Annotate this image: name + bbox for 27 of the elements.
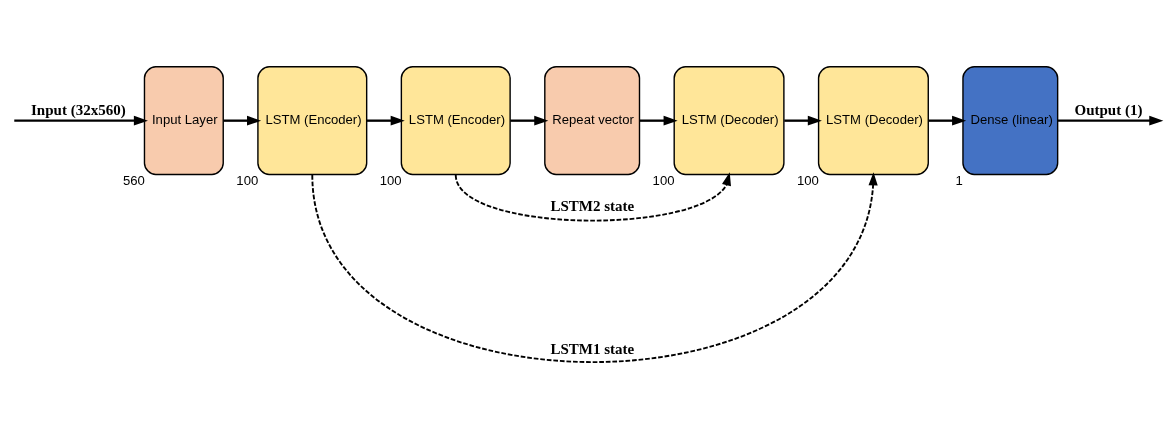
edge-label: Output (1) <box>1074 101 1143 118</box>
node-label: 100 <box>652 173 675 189</box>
node-box: LSTM (Decoder) <box>817 66 929 176</box>
node-box: Input Layer <box>143 66 224 176</box>
node-label: 100 <box>797 173 819 189</box>
arrow <box>223 115 262 126</box>
arrow <box>1057 115 1164 126</box>
node-box: LSTM (Encoder) <box>257 66 368 176</box>
arrow <box>311 172 878 363</box>
edge-label: Input (32x560) <box>31 101 126 118</box>
arrow <box>510 115 549 126</box>
node-label: 1 <box>955 173 963 189</box>
edge-label: LSTM2 state <box>550 198 635 215</box>
node-label: 100 <box>236 173 259 189</box>
node-label: 100 <box>379 173 402 189</box>
arrow <box>784 115 822 126</box>
node-box: Dense (linear) <box>962 66 1059 176</box>
arrow <box>454 172 731 222</box>
node-box: LSTM (Decoder) <box>673 66 785 176</box>
arrow <box>14 115 148 126</box>
node-box: Repeat vector <box>544 66 641 176</box>
arrow <box>928 115 967 126</box>
arrow <box>366 115 405 126</box>
node-box: LSTM (Encoder) <box>400 66 511 176</box>
arrow <box>639 115 678 126</box>
node-label: 560 <box>122 173 145 189</box>
edge-label: LSTM1 state <box>550 340 635 357</box>
